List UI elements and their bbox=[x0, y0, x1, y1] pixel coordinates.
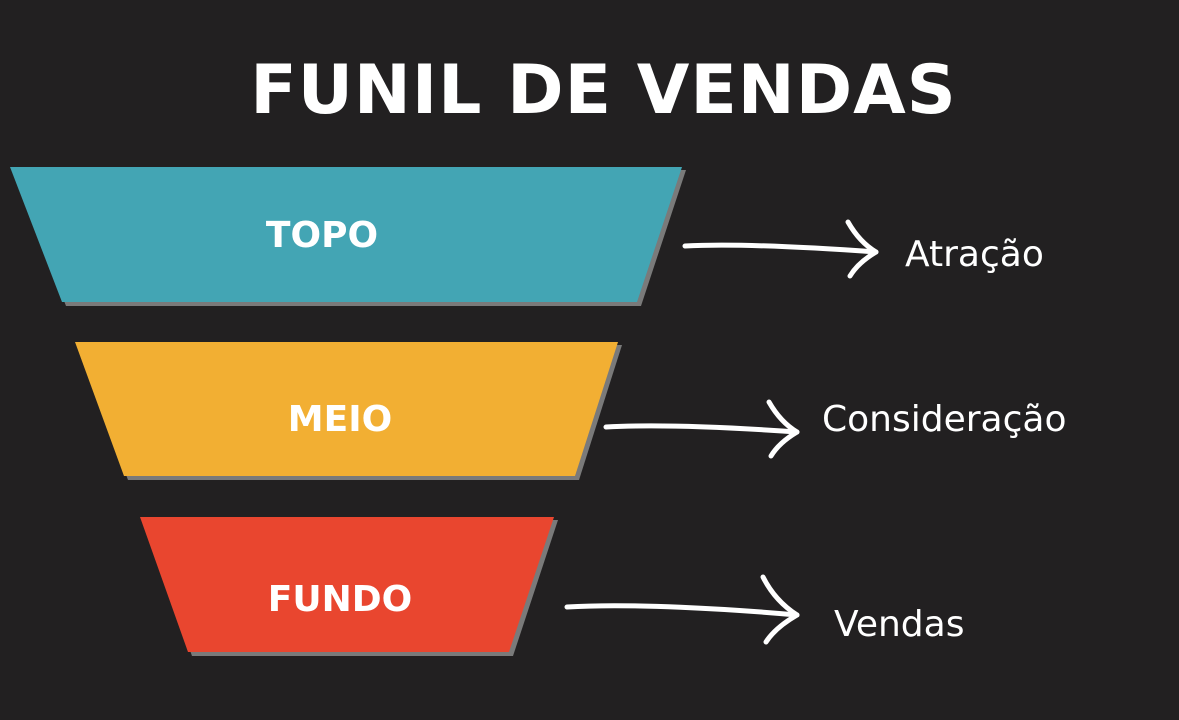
funnel-stage-meio bbox=[75, 342, 618, 476]
stage-label-topo: TOPO bbox=[265, 215, 379, 256]
arrow-right-icon bbox=[682, 219, 879, 279]
outcome-label-vendas: Vendas bbox=[834, 604, 965, 645]
stage-label-fundo: FUNDO bbox=[267, 579, 413, 620]
stage-label-meio: MEIO bbox=[287, 399, 393, 440]
diagram-title: FUNIL DE VENDAS bbox=[250, 51, 957, 130]
arrow-right-icon bbox=[603, 399, 800, 459]
funnel-stage-topo bbox=[10, 167, 682, 302]
arrow-right-icon bbox=[564, 574, 800, 645]
funnel-stage-fundo bbox=[140, 517, 554, 652]
outcome-label-consideracao: Consideração bbox=[822, 399, 1067, 440]
outcome-label-atracao: Atração bbox=[905, 234, 1044, 275]
